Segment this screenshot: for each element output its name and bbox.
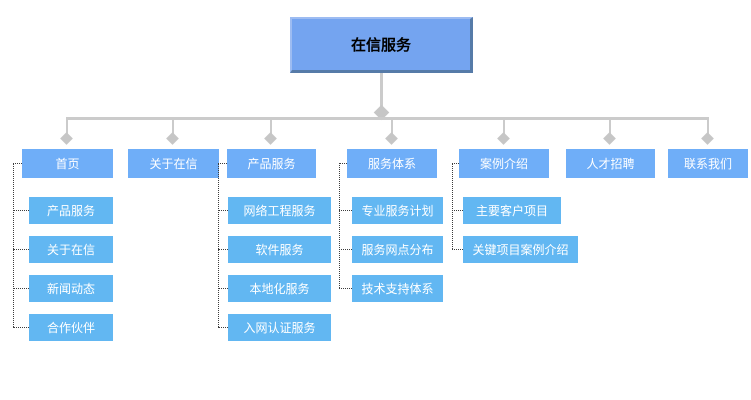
dotted-stub — [339, 249, 352, 250]
subnode-service-network[interactable]: 服务网点分布 — [352, 236, 443, 263]
node-service-system[interactable]: 服务体系 — [347, 149, 437, 178]
node-products[interactable]: 产品服务 — [227, 149, 316, 178]
dotted-stub — [13, 210, 29, 211]
drop-line-cases — [503, 120, 505, 135]
subnode-major-clients[interactable]: 主要客户项目 — [463, 197, 561, 224]
node-home[interactable]: 首页 — [22, 149, 113, 178]
dotted-stub — [13, 249, 29, 250]
down-arrow-icon — [603, 132, 616, 145]
node-careers[interactable]: 人才招聘 — [566, 149, 655, 178]
dotted-stub — [452, 210, 463, 211]
root-node[interactable]: 在信服务 — [290, 17, 473, 73]
down-arrow-icon — [385, 132, 398, 145]
dotted-stub — [452, 163, 459, 164]
subnode-products-network[interactable]: 网络工程服务 — [228, 197, 331, 224]
dotted-stub — [13, 288, 29, 289]
dotted-trunk-cases — [452, 163, 453, 249]
branch-horizontal-line — [66, 117, 709, 120]
subnode-products-certification[interactable]: 入网认证服务 — [228, 314, 331, 341]
drop-line-about — [172, 120, 174, 135]
dotted-trunk-home — [13, 163, 14, 327]
dotted-stub — [218, 249, 228, 250]
drop-line-contact — [707, 120, 709, 135]
subnode-home-products[interactable]: 产品服务 — [29, 197, 113, 224]
dotted-stub — [218, 327, 228, 328]
dotted-stub — [452, 249, 463, 250]
subnode-products-localization[interactable]: 本地化服务 — [228, 275, 331, 302]
dotted-stub — [218, 288, 228, 289]
drop-line-careers — [609, 120, 611, 135]
dotted-stub — [339, 163, 347, 164]
root-connector-line — [380, 73, 383, 117]
subnode-key-cases[interactable]: 关键项目案例介绍 — [463, 236, 578, 263]
node-contact[interactable]: 联系我们 — [668, 149, 748, 178]
subnode-tech-support[interactable]: 技术支持体系 — [352, 275, 443, 302]
node-cases[interactable]: 案例介绍 — [459, 149, 549, 178]
dotted-stub — [218, 163, 227, 164]
subnode-home-partners[interactable]: 合作伙伴 — [29, 314, 113, 341]
subnode-service-plan[interactable]: 专业服务计划 — [352, 197, 443, 224]
down-arrow-icon — [701, 132, 714, 145]
drop-line-service-system — [391, 120, 393, 135]
dotted-stub — [13, 163, 22, 164]
drop-line-products — [270, 120, 272, 135]
down-arrow-icon — [60, 132, 73, 145]
drop-line-home — [66, 120, 68, 135]
subnode-home-news[interactable]: 新闻动态 — [29, 275, 113, 302]
dotted-stub — [339, 288, 352, 289]
down-arrow-icon — [264, 132, 277, 145]
node-about[interactable]: 关于在信 — [128, 149, 219, 178]
dotted-trunk-products — [218, 163, 219, 327]
dotted-stub — [339, 210, 352, 211]
down-arrow-icon — [166, 132, 179, 145]
dotted-stub — [218, 210, 228, 211]
subnode-products-software[interactable]: 软件服务 — [228, 236, 331, 263]
down-arrow-icon — [497, 132, 510, 145]
dotted-stub — [13, 327, 29, 328]
subnode-home-about[interactable]: 关于在信 — [29, 236, 113, 263]
dotted-trunk-service-system — [339, 163, 340, 288]
